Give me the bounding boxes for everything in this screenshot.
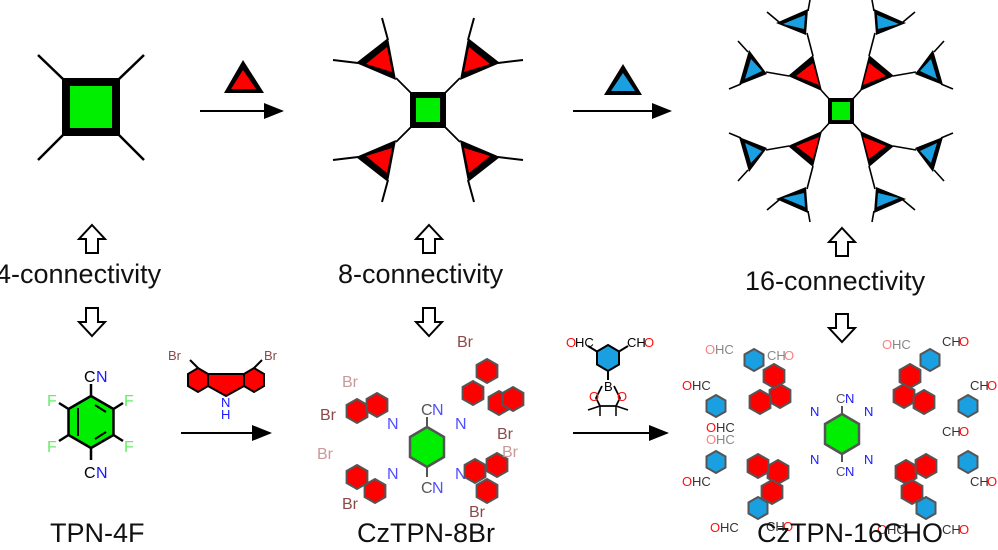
svg-text:O: O	[682, 474, 692, 489]
schematic-core-8	[332, 17, 524, 203]
svg-text:N: N	[845, 391, 854, 406]
svg-text:Br: Br	[317, 446, 334, 463]
svg-text:CH: CH	[942, 424, 961, 439]
svg-text:C: C	[84, 369, 96, 386]
svg-text:O: O	[589, 389, 599, 404]
svg-text:O: O	[987, 474, 997, 489]
svg-text:HC: HC	[692, 378, 711, 393]
svg-text:N: N	[387, 466, 399, 483]
hollow-up-arrow-3	[826, 226, 858, 257]
svg-text:H: H	[221, 407, 230, 422]
svg-text:O: O	[959, 522, 969, 537]
svg-text:N: N	[432, 480, 444, 497]
svg-text:F: F	[124, 393, 134, 410]
svg-text:Br: Br	[168, 348, 182, 363]
molecule-cztpn-8br: C N C N N N N N Br Br Br Br Br Br Br Br	[317, 334, 525, 521]
svg-text:N: N	[810, 404, 819, 419]
svg-text:HC: HC	[716, 420, 735, 435]
svg-text:O: O	[617, 389, 627, 404]
schematic-core-16	[728, 0, 954, 223]
svg-text:O: O	[987, 378, 997, 393]
svg-text:O: O	[566, 335, 576, 350]
hollow-up-arrow-2	[413, 223, 445, 254]
svg-text:Br: Br	[320, 407, 337, 424]
svg-text:HC: HC	[575, 335, 594, 350]
reagent-dibromocarbazole: Br Br N H	[168, 348, 278, 422]
svg-text:N: N	[455, 416, 467, 433]
svg-text:O: O	[877, 522, 887, 537]
svg-text:HC: HC	[720, 520, 739, 535]
svg-text:O: O	[784, 348, 794, 363]
svg-text:Br: Br	[457, 334, 474, 351]
svg-text:N: N	[455, 466, 467, 483]
molecule-name-tpn-4f: TPN-4F	[50, 518, 145, 548]
svg-text:CH: CH	[766, 519, 785, 534]
svg-text:N: N	[387, 416, 399, 433]
svg-text:O: O	[682, 378, 692, 393]
reaction-arrow-2	[573, 64, 672, 119]
svg-text:C: C	[836, 464, 845, 479]
svg-text:O: O	[959, 334, 969, 349]
svg-text:N: N	[864, 452, 873, 467]
svg-text:O: O	[882, 337, 892, 352]
svg-text:HC: HC	[892, 337, 911, 352]
svg-text:O: O	[706, 420, 716, 435]
svg-text:CH: CH	[627, 335, 646, 350]
svg-text:N: N	[221, 395, 230, 410]
reagent-diformylphenyl-boronate: O HC CH O B O O	[566, 335, 654, 416]
svg-text:HC: HC	[887, 522, 906, 537]
svg-text:HC: HC	[715, 342, 734, 357]
svg-text:HC: HC	[716, 432, 735, 447]
molecule-name-cztpn-16cho: CzTPN-16CHO	[757, 518, 943, 548]
svg-text:CH: CH	[767, 348, 786, 363]
svg-text:C: C	[421, 480, 433, 497]
svg-text:B: B	[604, 379, 613, 394]
svg-text:C: C	[421, 402, 433, 419]
svg-text:CH: CH	[942, 334, 961, 349]
molecule-tpn-4f: C N C N F F F F	[47, 369, 134, 482]
blue-triangle-icon	[611, 73, 635, 91]
svg-text:N: N	[864, 404, 873, 419]
svg-text:N: N	[432, 402, 444, 419]
svg-text:Br: Br	[497, 426, 514, 443]
svg-text:Br: Br	[342, 374, 359, 391]
svg-text:F: F	[124, 439, 134, 456]
svg-text:O: O	[710, 520, 720, 535]
hollow-down-arrow-2	[413, 307, 445, 338]
svg-text:Br: Br	[342, 496, 359, 513]
svg-text:N: N	[810, 452, 819, 467]
svg-text:O: O	[705, 342, 715, 357]
svg-text:HC: HC	[692, 474, 711, 489]
svg-text:O: O	[783, 519, 793, 534]
red-triangle-icon	[231, 70, 256, 89]
reaction-arrow-1	[200, 60, 284, 119]
svg-text:O: O	[644, 335, 654, 350]
svg-text:Br: Br	[502, 444, 519, 461]
molecule-name-cztpn-8br: CzTPN-8Br	[357, 518, 495, 548]
svg-text:N: N	[96, 465, 108, 482]
svg-text:O: O	[959, 424, 969, 439]
hollow-down-arrow-3	[826, 313, 858, 344]
hollow-down-arrow-1	[76, 307, 108, 338]
svg-text:CH: CH	[970, 378, 989, 393]
svg-text:F: F	[47, 393, 57, 410]
svg-text:Br: Br	[264, 348, 278, 363]
stage-label-4: 4-connectivity	[0, 259, 162, 289]
svg-text:Br: Br	[469, 504, 486, 521]
stage-label-8: 8-connectivity	[338, 259, 504, 289]
stage-label-16: 16-connectivity	[745, 266, 926, 296]
schematic-core-4	[37, 54, 145, 161]
svg-text:CH: CH	[970, 474, 989, 489]
svg-text:N: N	[845, 464, 854, 479]
svg-text:CH: CH	[942, 522, 961, 537]
hollow-up-arrow-1	[76, 223, 108, 254]
svg-text:C: C	[84, 465, 96, 482]
svg-text:F: F	[47, 439, 57, 456]
svg-text:O: O	[706, 432, 716, 447]
svg-text:C: C	[836, 391, 845, 406]
svg-text:N: N	[96, 369, 108, 386]
